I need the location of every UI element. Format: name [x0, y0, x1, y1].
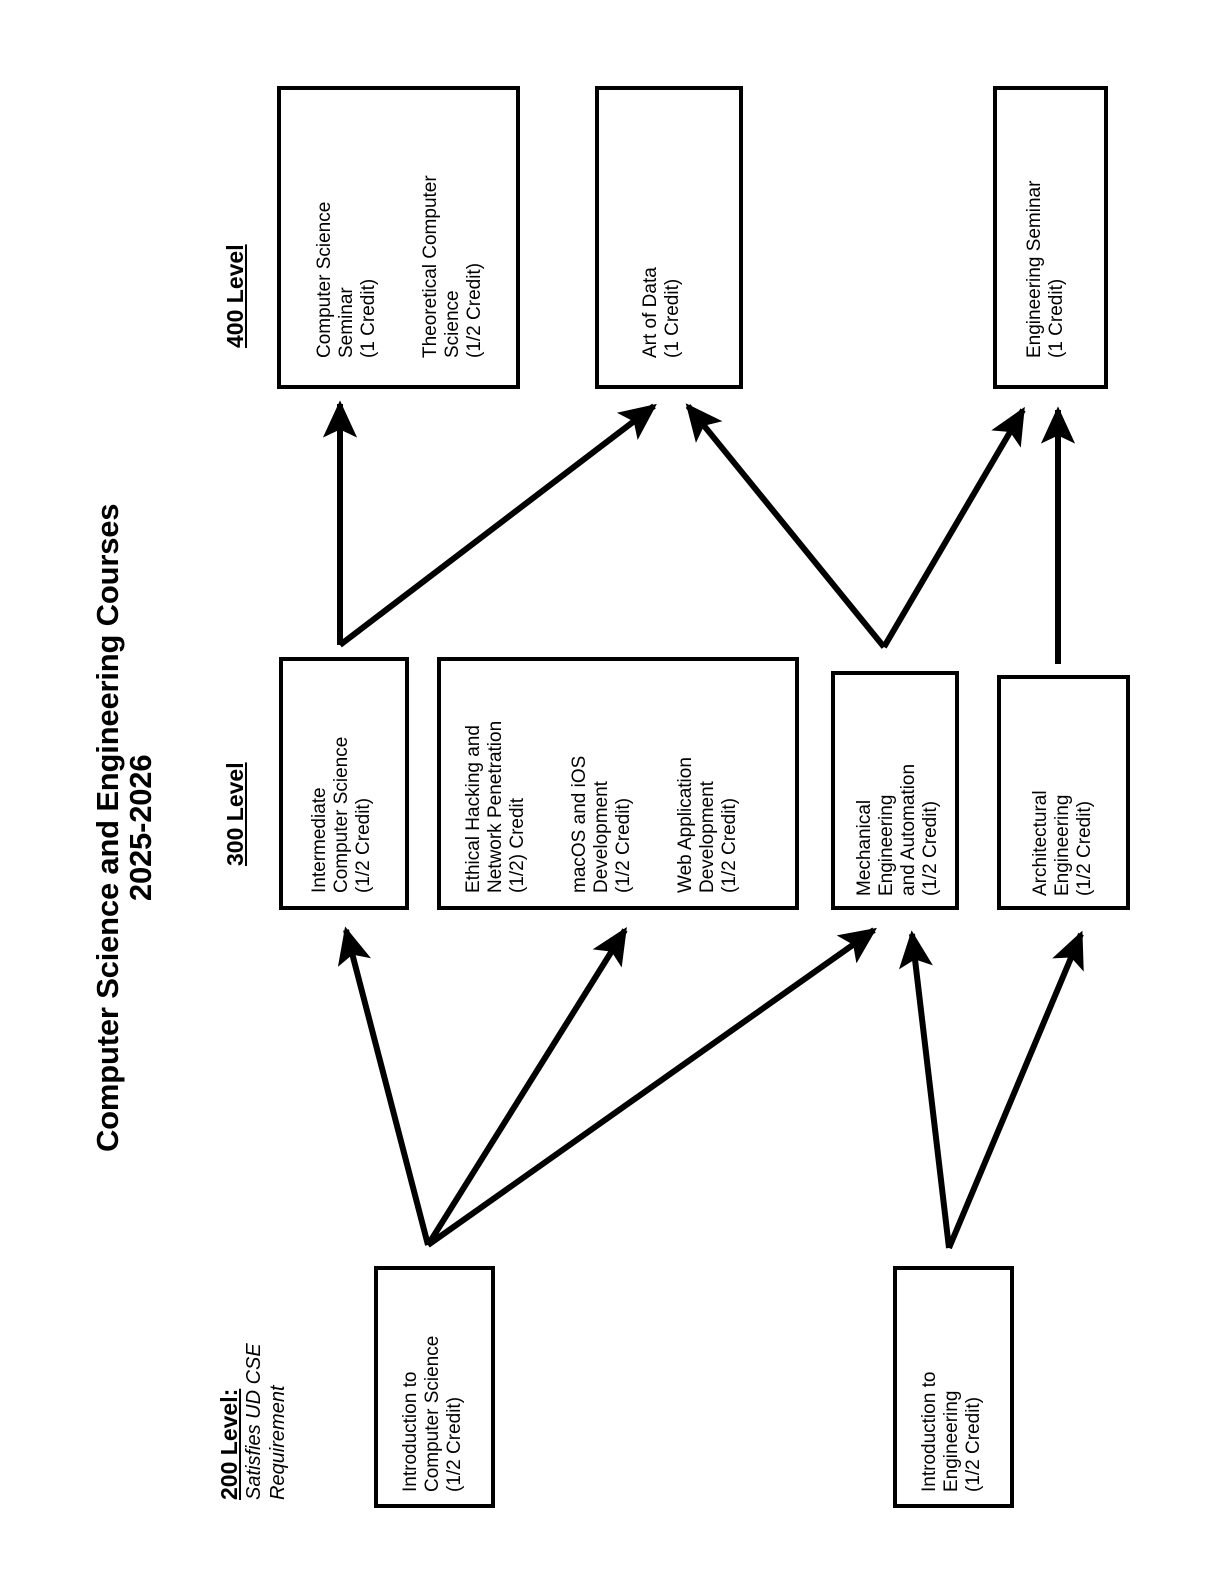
box-intermediate-cs[interactable]: Intermediate Computer Science (1/2 Credi…: [279, 657, 409, 910]
course-mechanical-engineering-automation[interactable]: Mechanical Engineering and Automation (1…: [854, 763, 942, 896]
box-art-of-data[interactable]: Art of Data (1 Credit): [595, 86, 743, 389]
level-header-400: 400 Level: [222, 244, 249, 348]
course-theoretical-computer-science[interactable]: Theoretical Computer Science (1/2 Credit…: [420, 175, 486, 358]
level-header-400-label: 400 Level: [222, 244, 248, 348]
course-ethical-hacking[interactable]: Ethical Hacking and Network Penetration …: [463, 720, 529, 893]
arrow-mechanical-to-art-of-data: [685, 403, 887, 649]
level-header-200: 200 Level: Satisfies UD CSE Requirement: [216, 1250, 290, 1500]
arrow-intro-cs-to-intermediate-cs: [337, 926, 431, 1246]
box-cs-electives[interactable]: Ethical Hacking and Network Penetration …: [437, 657, 799, 910]
course-web-application-development[interactable]: Web Application Development (1/2 Credit): [675, 757, 741, 893]
box-intro-computer-science[interactable]: Introduction to Computer Science (1/2 Cr…: [374, 1266, 495, 1508]
course-art-of-data[interactable]: Art of Data (1 Credit): [640, 267, 684, 358]
level-header-200-label: 200 Level:: [216, 1388, 242, 1500]
arrow-intermediate-cs-to-art-of-data: [338, 403, 657, 648]
box-architectural-engineering[interactable]: Architectural Engineering (1/2 Credit): [997, 675, 1130, 910]
level-header-300-label: 300 Level: [222, 762, 248, 866]
box-engineering-seminar[interactable]: Engineering Seminar (1 Credit): [993, 86, 1108, 389]
box-mechanical-engineering[interactable]: Mechanical Engineering and Automation (1…: [831, 671, 959, 910]
arrow-intro-eng-to-architectural: [946, 930, 1084, 1250]
course-intermediate-computer-science[interactable]: Intermediate Computer Science (1/2 Credi…: [309, 736, 375, 893]
level-header-300: 300 Level: [222, 762, 249, 866]
page-title-line1: Computer Science and Engineering Courses: [90, 503, 125, 1152]
page-title-line2: 2025-2026: [122, 754, 158, 902]
course-engineering-seminar[interactable]: Engineering Seminar (1 Credit): [1024, 180, 1068, 358]
arrow-intro-cs-to-mechanical: [426, 927, 877, 1248]
arrow-intro-cs-to-electives: [425, 926, 628, 1247]
course-introduction-to-computer-science[interactable]: Introduction to Computer Science (1/2 Cr…: [400, 1335, 466, 1492]
level-header-200-sub: Satisfies UD CSE Requirement: [243, 1343, 289, 1500]
course-architectural-engineering[interactable]: Architectural Engineering (1/2 Credit): [1030, 790, 1096, 896]
course-introduction-to-engineering[interactable]: Introduction to Engineering (1/2 Credit): [919, 1371, 985, 1492]
arrow-mechanical-to-engineering-seminar: [881, 406, 1026, 649]
box-cs-seminar-theoretical[interactable]: Computer Science Seminar (1 Credit) Theo…: [277, 86, 520, 389]
arrow-intro-eng-to-mechanical: [898, 930, 952, 1249]
box-intro-engineering[interactable]: Introduction to Engineering (1/2 Credit): [893, 1266, 1014, 1508]
course-computer-science-seminar[interactable]: Computer Science Seminar (1 Credit): [314, 201, 380, 358]
course-macos-ios-development[interactable]: macOS and iOS Development (1/2 Credit): [569, 755, 635, 893]
